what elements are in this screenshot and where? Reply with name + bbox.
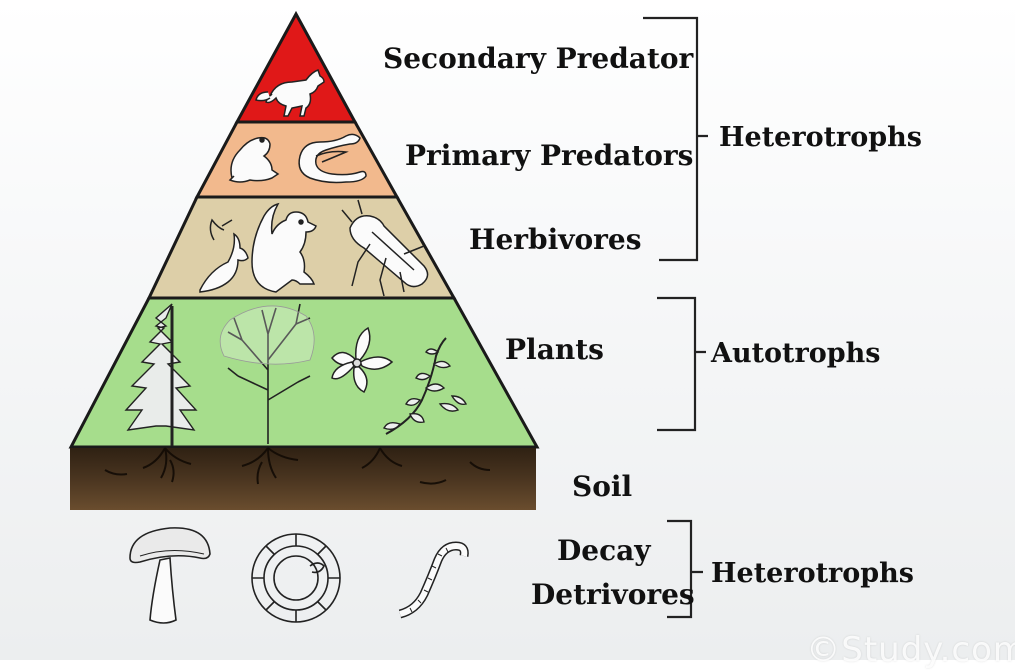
label-autotrophs: Autotrophs	[711, 340, 880, 367]
bracket-autotrophs	[657, 298, 706, 430]
watermark: ©Study.com	[806, 630, 1015, 670]
worm-icon	[400, 546, 464, 614]
label-heterotrophs-bottom: Heterotrophs	[711, 560, 914, 587]
mushroom-icon	[130, 528, 210, 623]
millipede-icon	[252, 534, 340, 622]
label-herbivores: Herbivores	[469, 226, 642, 254]
label-heterotrophs-top: Heterotrophs	[719, 124, 922, 151]
label-soil: Soil	[572, 473, 632, 501]
label-plants: Plants	[505, 336, 604, 364]
label-primary-predators: Primary Predators	[405, 142, 693, 170]
label-detrivores: Detrivores	[531, 581, 695, 609]
label-decay: Decay	[557, 537, 651, 565]
label-secondary-predator: Secondary Predator	[383, 45, 693, 73]
soil-block	[70, 448, 536, 510]
tier-primary-predators	[197, 122, 397, 197]
